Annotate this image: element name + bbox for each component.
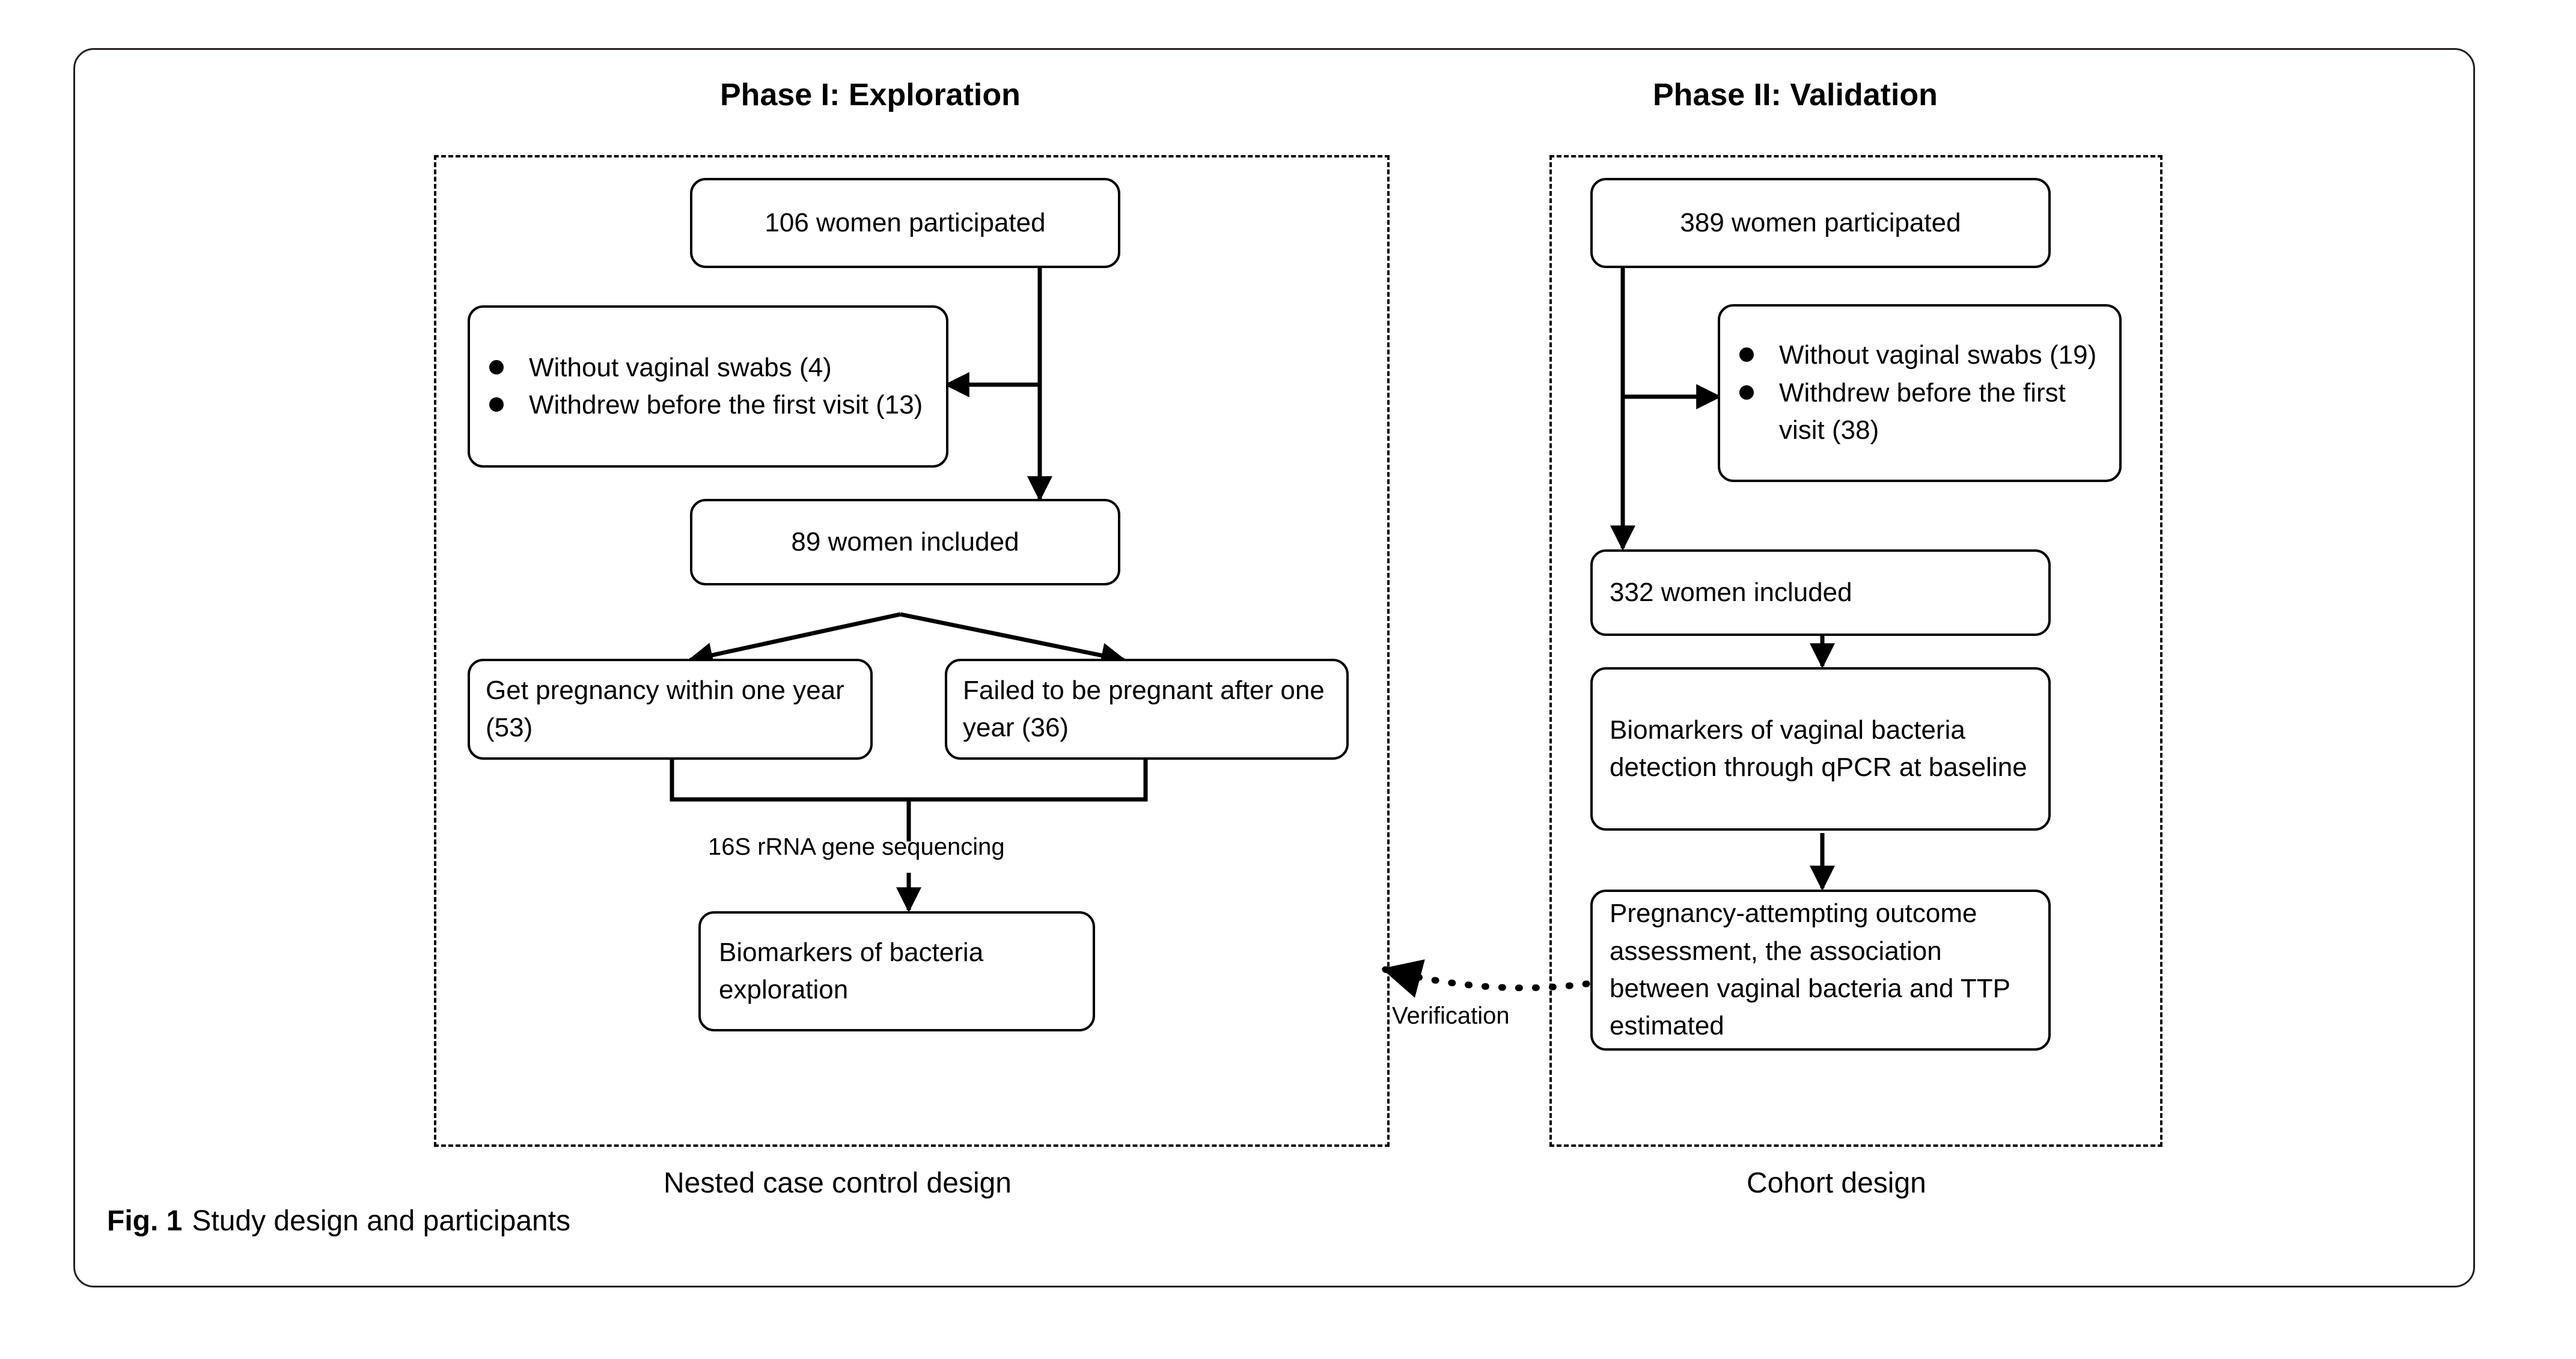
edge-label-sequencing: 16S rRNA gene sequencing [708,834,1005,860]
phase-2-design-label: Cohort design [1747,1167,1926,1199]
figure-number: Fig. 1 [107,1205,183,1237]
p1-exclusion-list: Without vaginal swabs (4) Withdrew befor… [484,349,932,424]
list-item: Withdrew before the first visit (13) [484,386,932,424]
node-p1-included-label: 89 women included [791,527,1019,557]
node-p2-participated-label: 389 women participated [1680,207,1961,237]
phase-1-design-label: Nested case control design [664,1167,1012,1199]
node-p2-participated[interactable]: 389 women participated [1590,178,2051,268]
node-p2-included[interactable]: 332 women included [1590,549,2051,636]
node-p2-excluded[interactable]: Without vaginal swabs (19) Withdrew befo… [1718,304,2122,482]
node-p1-participated-label: 106 women participated [765,207,1046,237]
node-p2-outcome[interactable]: Pregnancy-attempting outcome assessment,… [1590,890,2051,1051]
p1-exclusion-item-1: Withdrew before the first visit (13) [529,390,923,420]
node-p2-outcome-label: Pregnancy-attempting outcome assessment,… [1610,899,2010,1041]
node-p1-biomarkers[interactable]: Biomarkers of bacteria exploration [698,911,1095,1031]
bullet-dot-icon [1739,347,1754,362]
node-p1-excluded[interactable]: Without vaginal swabs (4) Withdrew befor… [468,305,948,468]
node-p1-participated[interactable]: 106 women participated [690,178,1120,268]
node-p1-pregnant-label: Get pregnancy within one year (53) [486,675,844,742]
p2-exclusion-item-1: Withdrew before the first visit (38) [1779,377,2066,445]
p1-exclusion-item-0: Without vaginal swabs (4) [529,352,832,382]
node-p2-qpcr-label: Biomarkers of vaginal bacteria detection… [1610,715,2027,782]
bullet-dot-icon [489,397,504,412]
list-item: Without vaginal swabs (4) [484,349,932,386]
figure-caption-text: Study design and participants [192,1205,571,1237]
list-item: Withdrew before the first visit (38) [1735,374,2105,450]
p2-exclusion-item-0: Without vaginal swabs (19) [1779,340,2097,370]
node-p2-included-label: 332 women included [1610,577,1852,607]
node-p1-pregnant[interactable]: Get pregnancy within one year (53) [468,659,873,760]
list-item: Without vaginal swabs (19) [1735,337,2105,374]
node-p1-included[interactable]: 89 women included [690,499,1120,585]
bullet-dot-icon [489,359,504,374]
node-p1-biomarkers-label: Biomarkers of bacteria exploration [719,937,984,1004]
phase-2-container [1549,155,2162,1147]
phase-1-container [434,155,1390,1147]
bullet-dot-icon [1739,385,1754,400]
phase-2-title: Phase II: Validation [1653,78,1938,112]
node-p1-failed-label: Failed to be pregnant after one year (36… [963,675,1325,742]
phase-1-title: Phase I: Exploration [720,78,1021,112]
verification-label: Verification [1392,1003,1510,1029]
p2-exclusion-list: Without vaginal swabs (19) Withdrew befo… [1735,337,2105,449]
figure-caption: Fig. 1 Study design and participants [107,1204,570,1239]
node-p2-qpcr[interactable]: Biomarkers of vaginal bacteria detection… [1590,667,2051,831]
node-p1-failed[interactable]: Failed to be pregnant after one year (36… [945,659,1349,760]
